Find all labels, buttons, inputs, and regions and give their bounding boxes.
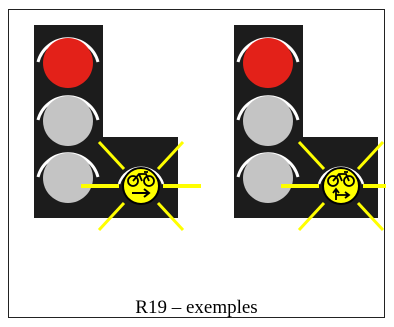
bicycle-wheel [343, 175, 355, 187]
off-lamp [243, 153, 293, 203]
up-right-arrow-icon [332, 187, 351, 200]
flash-ray [297, 140, 326, 171]
flash-rays [281, 140, 386, 232]
figure-frame: R19 – exemples [8, 9, 386, 318]
bicycle-wheel [143, 175, 155, 187]
off-lamp [43, 96, 93, 146]
flash-ray [297, 201, 326, 232]
red-lamp [243, 38, 293, 88]
bicycle-wheel [127, 175, 139, 187]
bicycle-wheel [327, 175, 339, 187]
off-lamp [243, 96, 293, 146]
red-lamp [43, 38, 93, 88]
signals-illustration [34, 25, 386, 232]
flash-ray [156, 201, 185, 232]
flash-rays [81, 140, 201, 232]
bicycle-frame [332, 171, 350, 182]
flash-ray [356, 201, 385, 232]
bicycle-lamp [122, 167, 160, 205]
right-arrow-icon [132, 188, 151, 198]
flash-ray [356, 140, 385, 171]
traffic-signal-left [34, 25, 201, 232]
flash-ray [156, 140, 185, 171]
bicycle-icon [127, 171, 155, 187]
bicycle-frame [132, 171, 150, 182]
flash-ray [97, 201, 126, 232]
off-lamp [43, 153, 93, 203]
figure-caption: R19 – exemples [135, 297, 258, 318]
traffic-signal-right [234, 25, 386, 232]
bicycle-icon [327, 171, 355, 187]
flash-ray [97, 140, 126, 171]
